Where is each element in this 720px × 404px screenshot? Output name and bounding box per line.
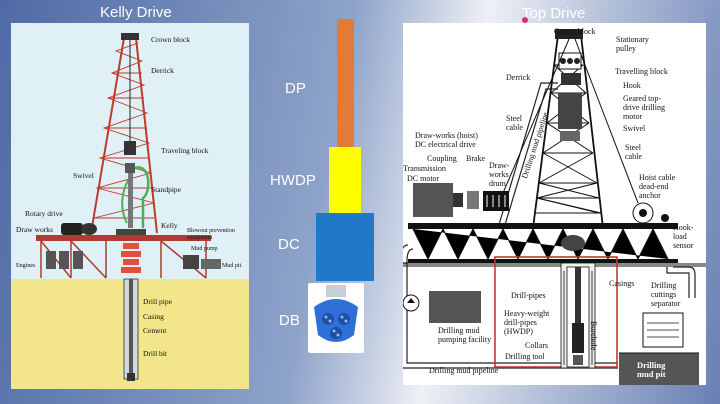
kd-label-casing: Casing xyxy=(143,312,164,321)
td-label-coupling: Coupling xyxy=(427,154,457,163)
td-label-crown-block: Crown block xyxy=(554,27,596,36)
td-label-travelling-block: Travelling block xyxy=(615,67,668,76)
top-drive-title: Top Drive xyxy=(522,5,586,22)
td-label-mud-pipeline-bottom: Drilling mud pipeline xyxy=(429,366,499,375)
pointer-marker xyxy=(522,17,528,23)
td-label-transmission: Transmission xyxy=(403,164,446,173)
td-label-swivel: Swivel xyxy=(623,124,646,133)
label-dp: DP xyxy=(285,80,306,97)
td-label-brake: Brake xyxy=(466,154,486,163)
drill-bit-image xyxy=(308,283,364,353)
kd-label-derrick: Derrick xyxy=(151,66,174,75)
td-label-casings: Casings xyxy=(609,279,635,288)
kd-label-rotary-drive: Rotary drive xyxy=(25,209,63,218)
kd-label-swivel: Swivel xyxy=(73,171,94,180)
td-label-derrick: Derrick xyxy=(506,73,531,82)
kelly-drive-title: Kelly Drive xyxy=(100,4,172,21)
label-db: DB xyxy=(279,312,300,329)
kd-label-crown-block: Crown block xyxy=(151,35,190,44)
td-label-dc-motor: DC motor xyxy=(407,174,440,183)
td-label-drill-pipes: Drill-pipes xyxy=(511,291,546,300)
kelly-drive-diagram: Crown block Derrick Traveling block Swiv… xyxy=(11,23,249,389)
td-label-drilling-tool: Drilling tool xyxy=(505,352,545,361)
segment-dc-bar xyxy=(316,213,374,281)
top-drive-drawing xyxy=(403,29,706,385)
td-label-drawworks-dc-drive: Draw-works (hoist)DC electrical drive xyxy=(415,131,478,149)
kd-label-standpipe: Standpipe xyxy=(151,185,181,194)
kd-label-draw-works: Draw works xyxy=(16,225,53,234)
td-label-borehole: Borehole xyxy=(589,321,598,351)
kd-label-bop: Blowout prevention equipment xyxy=(187,228,235,241)
kd-label-engines: Engines xyxy=(16,263,36,269)
kelly-rig-drawing xyxy=(36,33,221,381)
kd-label-traveling-block: Traveling block xyxy=(161,146,209,155)
td-label-collars: Collars xyxy=(525,341,549,350)
kd-label-mud-pit: Mud pit xyxy=(222,263,242,269)
kd-label-kelly: Kelly xyxy=(161,221,178,230)
td-label-hook: Hook xyxy=(623,81,641,90)
label-hwdp: HWDP xyxy=(270,172,316,189)
kd-label-drill-bit: Drill bit xyxy=(143,349,167,358)
kd-label-cement: Cement xyxy=(143,326,167,335)
segment-hwdp-bar xyxy=(329,147,361,213)
segment-dp-bar xyxy=(337,19,354,147)
label-dc: DC xyxy=(278,236,300,253)
kd-label-mud-pump: Mud pump xyxy=(191,246,218,252)
kd-label-drill-pipe: Drill pipe xyxy=(143,297,172,306)
